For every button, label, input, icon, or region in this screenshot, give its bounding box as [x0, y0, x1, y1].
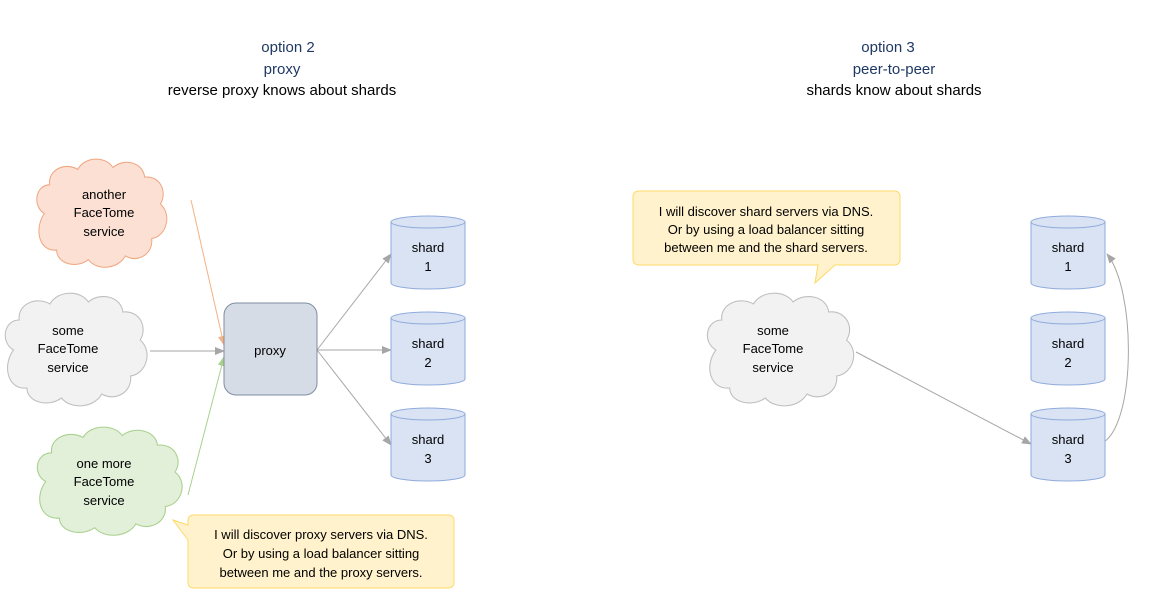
left-connectors [150, 199, 392, 496]
svg-text:some: some [757, 323, 789, 338]
right-heading-title: peer-to-peer [853, 61, 936, 78]
right-connectors [855, 253, 1129, 445]
svg-text:FaceTome: FaceTome [74, 474, 135, 489]
left-shard-1: shard 1 [390, 215, 466, 290]
svg-text:I will discover shard servers: I will discover shard servers via DNS. [659, 204, 874, 219]
svg-text:another: another [82, 187, 127, 202]
left-heading-title: proxy [264, 61, 301, 78]
left-shard-2: shard 2 [390, 311, 466, 386]
left-heading: option 2 proxy reverse proxy knows about… [168, 39, 396, 99]
svg-text:shard: shard [1052, 432, 1085, 447]
arrow-service-to-shard-3 [855, 351, 1032, 445]
cloud-another-facetome-service: another FaceTome service [36, 158, 168, 268]
svg-text:service: service [83, 493, 124, 508]
svg-text:shard: shard [1052, 336, 1085, 351]
svg-text:FaceTome: FaceTome [38, 341, 99, 356]
svg-text:I will discover proxy servers: I will discover proxy servers via DNS. [214, 527, 428, 542]
left-heading-subtitle: reverse proxy knows about shards [168, 82, 396, 99]
svg-text:2: 2 [1064, 355, 1071, 370]
svg-text:between me and the shard serve: between me and the shard servers. [664, 240, 868, 255]
right-heading-option: option 3 [861, 39, 914, 56]
svg-text:shard: shard [412, 432, 445, 447]
left-heading-option: option 2 [261, 39, 314, 56]
proxy-label: proxy [254, 343, 286, 358]
svg-text:Or by using a load balancer si: Or by using a load balancer sitting [668, 222, 865, 237]
svg-text:service: service [47, 360, 88, 375]
right-shard-2: shard 2 [1030, 311, 1106, 386]
arrow-onemore-to-proxy [187, 356, 226, 496]
right-shard-3: shard 3 [1030, 407, 1106, 482]
arrow-proxy-to-shard-3 [316, 349, 392, 446]
left-callout: I will discover proxy servers via DNS. O… [171, 514, 455, 589]
svg-text:3: 3 [1064, 451, 1071, 466]
svg-text:2: 2 [424, 355, 431, 370]
left-shard-3: shard 3 [390, 407, 466, 482]
arrow-another-to-proxy [190, 199, 226, 346]
svg-text:one more: one more [77, 456, 132, 471]
right-shard-1: shard 1 [1030, 215, 1106, 290]
svg-text:Or by using a load balancer si: Or by using a load balancer sitting [223, 546, 420, 561]
right-cloud-some-facetome-service: some FaceTome service [706, 292, 855, 407]
svg-text:between me and the proxy serve: between me and the proxy servers. [219, 565, 422, 580]
right-callout: I will discover shard servers via DNS. O… [632, 190, 901, 285]
right-heading: option 3 peer-to-peer shards know about … [806, 39, 981, 99]
right-heading-subtitle: shards know about shards [806, 82, 981, 99]
svg-text:shard: shard [412, 240, 445, 255]
svg-text:service: service [83, 224, 124, 239]
svg-text:3: 3 [424, 451, 431, 466]
svg-text:shard: shard [1052, 240, 1085, 255]
svg-text:shard: shard [412, 336, 445, 351]
svg-text:some: some [52, 323, 84, 338]
cloud-one-more-facetome-service: one more FaceTome service [36, 426, 183, 536]
cloud-some-facetome-service: some FaceTome service [4, 292, 148, 407]
svg-text:service: service [752, 360, 793, 375]
arrow-proxy-to-shard-1 [316, 253, 392, 351]
svg-text:FaceTome: FaceTome [74, 205, 135, 220]
arrow-shard-3-to-shard-1 [1103, 253, 1129, 443]
svg-text:1: 1 [424, 259, 431, 274]
svg-text:FaceTome: FaceTome [743, 341, 804, 356]
svg-text:1: 1 [1064, 259, 1071, 274]
proxy-server-box: proxy [223, 302, 318, 396]
